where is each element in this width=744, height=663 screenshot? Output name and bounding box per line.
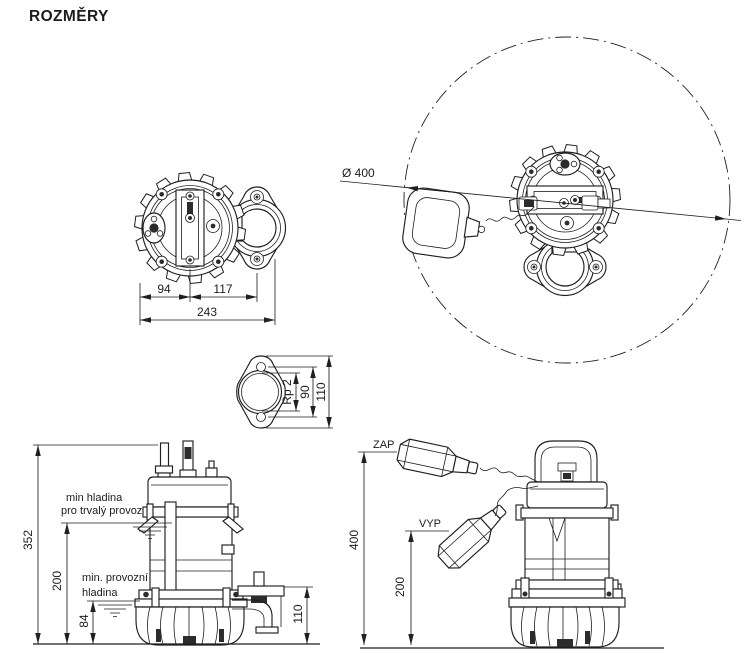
- dim-94-label: 94: [157, 282, 171, 296]
- page-title: ROZMĚRY: [29, 7, 109, 25]
- min-continuous-level-label-line2: pro trvalý provoz: [61, 505, 142, 517]
- float-cable-off: [494, 485, 539, 517]
- dim-117-label: 117: [213, 282, 232, 296]
- dim-243-label: 243: [197, 305, 217, 319]
- float-swing-view: Ø 400: [339, 36, 742, 364]
- pump-top-drawing: [133, 171, 287, 285]
- float-switch-on: [395, 436, 481, 485]
- dim-110-outlet-label: 110: [291, 604, 305, 623]
- flange-detail-view: Rp 2 90 110: [236, 355, 333, 429]
- swing-diameter-label: Ø 400: [342, 166, 375, 180]
- float-switch-top: [402, 187, 486, 259]
- min-operating-level-label-line1: min. provozní: [82, 572, 148, 584]
- pump-side-drawing-right: [508, 440, 626, 648]
- pump-top-drawing-rotated: [508, 143, 622, 297]
- dim-400-label: 400: [347, 530, 361, 550]
- pump-side-drawing: [134, 440, 285, 646]
- float-levels-view: 400 200 ZAP VYP: [347, 436, 664, 649]
- dim-110-flange-label: 110: [314, 382, 328, 401]
- dim-200-right-label: 200: [393, 577, 407, 597]
- min-continuous-level-label-line1: min hladina: [66, 492, 123, 504]
- float-switch-off: [432, 496, 514, 574]
- swing-diameter-dimension: Ø 400: [339, 166, 742, 221]
- thread-size-label: Rp 2: [280, 379, 294, 405]
- dim-352-label: 352: [21, 530, 35, 550]
- dim-90-label: 90: [298, 385, 312, 399]
- water-level-symbol-continuous: [133, 526, 167, 539]
- float-cable-on: [479, 467, 539, 483]
- dimensions-top-view: 94 117 243: [139, 259, 276, 325]
- dim-200-left-label: 200: [50, 571, 64, 591]
- min-operating-level-label-line2: hladina: [82, 587, 118, 599]
- cable-clamp: [518, 195, 611, 211]
- water-level-symbol-operating: [98, 604, 132, 617]
- level-labels: min hladina pro trvalý provoz min. provo…: [61, 492, 148, 599]
- dimensions-side-view: 352 200 84 110: [21, 444, 313, 644]
- zap-label: ZAP: [373, 439, 394, 451]
- pump-top-view: 94 117 243: [133, 171, 287, 325]
- swing-radius-circle: [403, 36, 731, 364]
- discharge-outlet: [232, 571, 285, 634]
- dimensions-flange-detail: Rp 2 90 110: [262, 355, 333, 429]
- pump-side-view: 352 200 84 110 min hladina pro trvalý pr…: [21, 440, 320, 646]
- vyp-label: VYP: [419, 518, 441, 530]
- dimensions-float-view: 400 200: [347, 451, 449, 645]
- float-cable-top: [485, 204, 535, 222]
- dim-84-label: 84: [77, 614, 91, 628]
